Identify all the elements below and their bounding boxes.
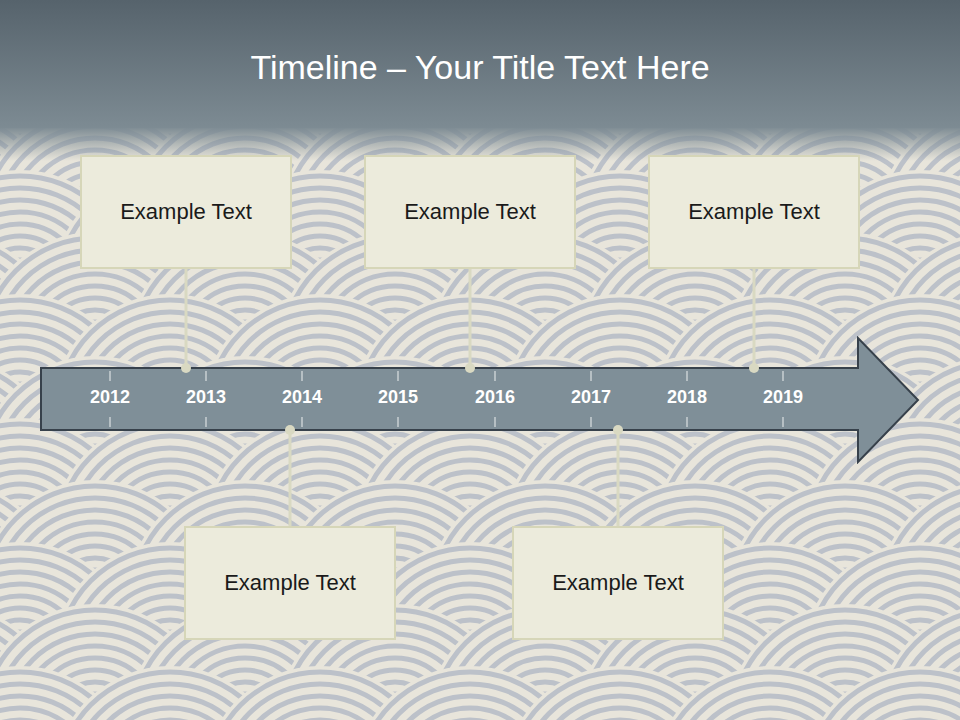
leader-line xyxy=(753,269,756,368)
wave-ring xyxy=(820,684,960,720)
tick-mark xyxy=(495,371,496,381)
title-area: Timeline – Your Title Text Here xyxy=(0,0,960,130)
leader-line xyxy=(289,430,292,526)
wave-fill xyxy=(952,666,960,720)
title-bar xyxy=(0,0,960,128)
timeline-arrow: 2012 2013 2014 2015 2016 2017 2018 2019 xyxy=(40,336,920,464)
tick-mark xyxy=(687,371,688,381)
year-label: 2015 xyxy=(378,386,418,408)
tick-mark xyxy=(302,371,303,381)
tick-mark xyxy=(495,417,496,427)
callout-text: Example Text xyxy=(688,199,820,225)
wave-scale xyxy=(802,666,960,720)
year-label: 2013 xyxy=(186,386,226,408)
leader-line xyxy=(617,430,620,526)
year-label: 2014 xyxy=(282,386,322,408)
tick-mark xyxy=(591,371,592,381)
callout-box: Example Text xyxy=(184,526,396,640)
tick-mark xyxy=(783,371,784,381)
callout-box: Example Text xyxy=(648,155,860,269)
callout-box: Example Text xyxy=(80,155,292,269)
tick-mark xyxy=(398,417,399,427)
callout-text: Example Text xyxy=(552,570,684,596)
tick-mark xyxy=(687,417,688,427)
year-label: 2017 xyxy=(571,386,611,408)
callout-box: Example Text xyxy=(364,155,576,269)
year-label: 2016 xyxy=(475,386,515,408)
tick-mark xyxy=(591,417,592,427)
tick-mark xyxy=(110,371,111,381)
tick-mark xyxy=(110,417,111,427)
tick-mark xyxy=(783,417,784,427)
year-label: 2012 xyxy=(90,386,130,408)
wave-ring xyxy=(808,672,960,720)
year-label: 2018 xyxy=(667,386,707,408)
leader-line xyxy=(469,269,472,368)
tick-mark xyxy=(206,371,207,381)
wave-fill xyxy=(802,666,960,720)
tick-mark xyxy=(302,417,303,427)
callout-text: Example Text xyxy=(120,199,252,225)
slide-title: Timeline – Your Title Text Here xyxy=(250,48,709,87)
year-label: 2019 xyxy=(763,386,803,408)
wave-ring xyxy=(832,696,960,720)
wave-ring xyxy=(844,708,960,720)
callout-text: Example Text xyxy=(404,199,536,225)
tick-mark xyxy=(398,371,399,381)
leader-line xyxy=(185,269,188,368)
callout-text: Example Text xyxy=(224,570,356,596)
callout-box: Example Text xyxy=(512,526,724,640)
wave-scale xyxy=(952,666,960,720)
tick-mark xyxy=(206,417,207,427)
wave-ring xyxy=(958,672,960,720)
arrow-body xyxy=(41,338,918,462)
